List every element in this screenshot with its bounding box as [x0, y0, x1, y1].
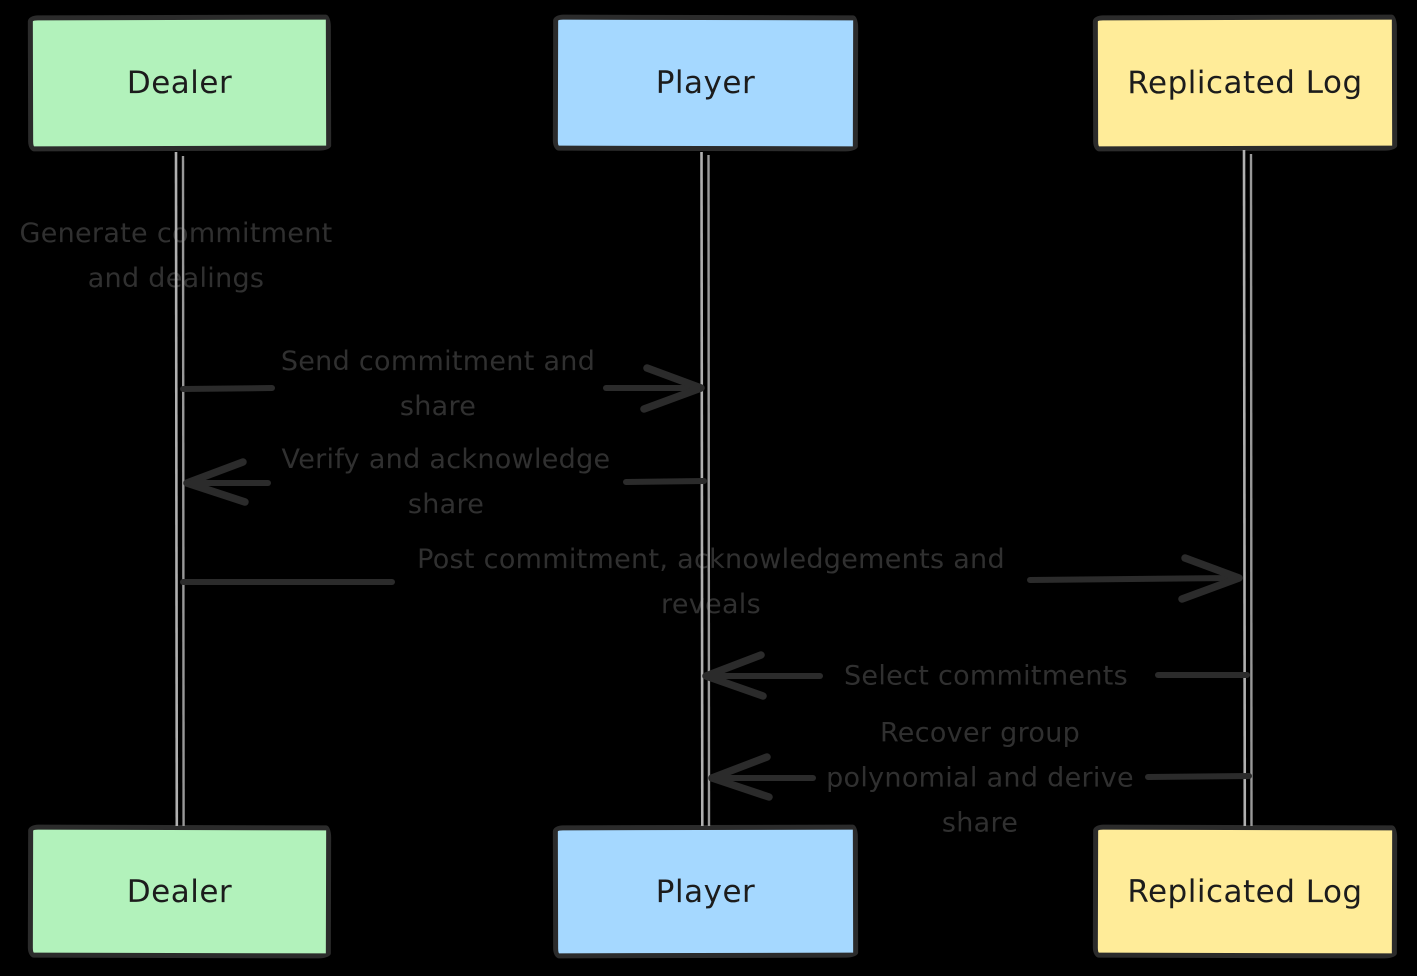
- message-label-send-commitment: Send commitment and share: [280, 346, 596, 422]
- message-label-recover-group: Recover group polynomial and derive shar…: [826, 717, 1134, 839]
- note-generate-commitment: Generate commitment and dealings: [19, 218, 333, 294]
- actor-label-replicated-log-bottom: Replicated Log: [1127, 873, 1363, 910]
- actor-label-dealer-top: Dealer: [126, 64, 233, 102]
- actor-box-player-top: Player: [552, 14, 859, 152]
- lifeline-replicated-log: [1242, 149, 1253, 827]
- lifeline-player: [700, 151, 711, 827]
- actor-label-player-bottom: Player: [655, 873, 756, 910]
- actor-box-dealer-top: Dealer: [27, 14, 332, 152]
- actor-label-player-top: Player: [655, 64, 756, 102]
- actor-label-dealer-bottom: Dealer: [126, 873, 233, 910]
- message-label-post-commitment: Post commitment, acknowledgements and re…: [417, 544, 1005, 620]
- actor-label-replicated-log-top: Replicated Log: [1127, 64, 1363, 102]
- actor-box-replicated-log-top: Replicated Log: [1092, 14, 1398, 152]
- message-label-verify-acknowledge: Verify and acknowledge share: [281, 444, 611, 520]
- message-label-select-commitments: Select commitments: [843, 660, 1128, 692]
- actor-box-dealer-bottom: Dealer: [27, 824, 332, 959]
